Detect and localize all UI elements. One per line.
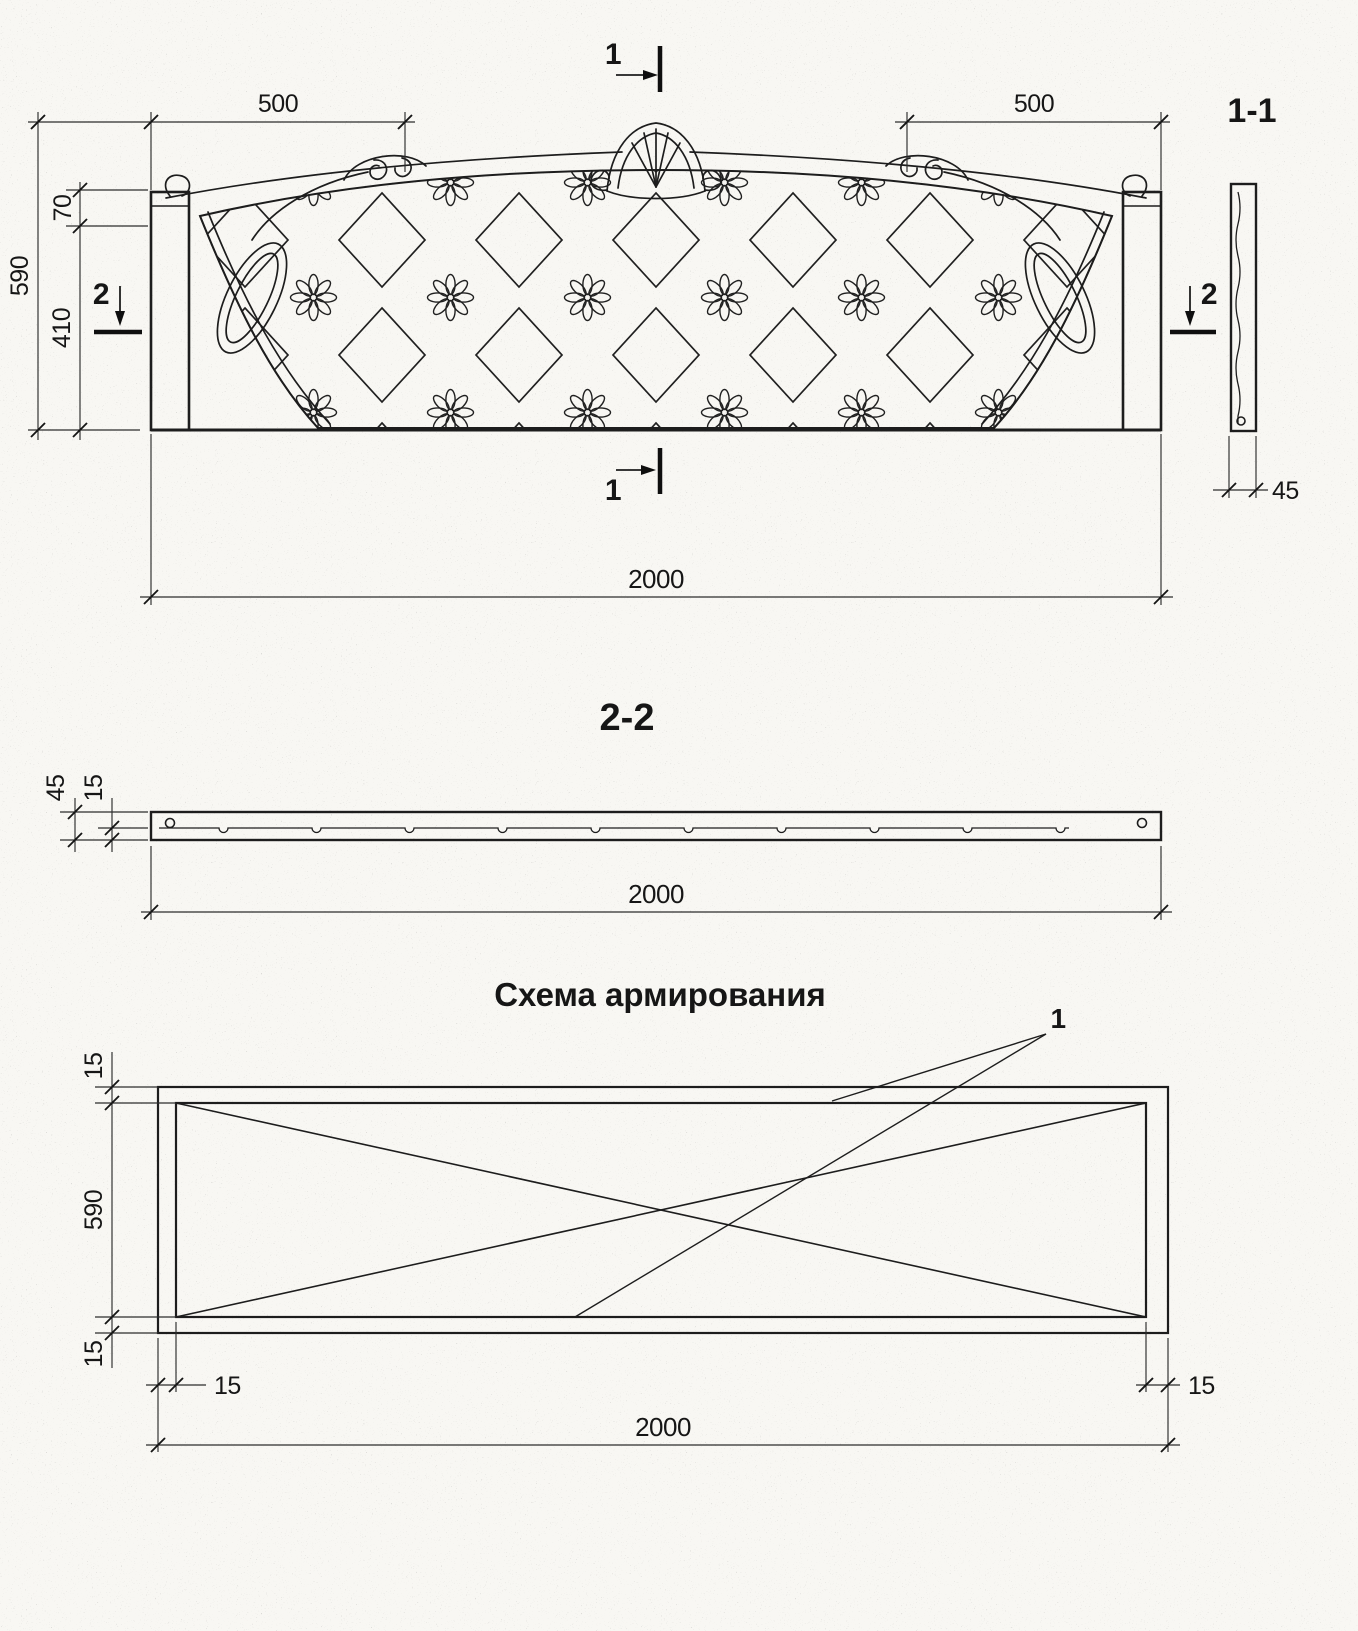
post-right bbox=[1121, 190, 1163, 432]
section-2-2-slab bbox=[149, 810, 1163, 842]
section-1-bottom-label: 1 bbox=[605, 474, 621, 507]
dim-15-bottom-label: 15 bbox=[80, 1341, 108, 1368]
dim-15-left-label: 15 bbox=[214, 1372, 241, 1400]
section-2-2-dimensions: 45 15 2000 bbox=[42, 775, 1172, 920]
section-mark-2-right: 2 bbox=[1170, 278, 1218, 335]
section-mark-2-left: 2 bbox=[93, 278, 142, 335]
callout-1-label: 1 bbox=[1050, 1003, 1065, 1034]
callout-1: 1 bbox=[574, 1003, 1066, 1318]
section-1-1-relief bbox=[1235, 191, 1241, 424]
reinforcement-scheme: Схема армирования 1 15 590 15 bbox=[80, 976, 1215, 1453]
section-mark-1-bottom: 1 bbox=[605, 448, 663, 507]
dim-45-label-22: 45 bbox=[42, 775, 70, 802]
dim-15-top-label: 15 bbox=[80, 1053, 108, 1080]
section-2-2-relief bbox=[159, 827, 1069, 834]
dim-500-left-label: 500 bbox=[258, 90, 298, 118]
dim-500-right-label: 500 bbox=[1014, 90, 1054, 118]
dim-2000-label: 2000 bbox=[628, 564, 684, 594]
section-1-1-dimensions: 45 bbox=[1213, 436, 1299, 505]
section-2-2-view: 2-2 45 15 2000 bbox=[42, 697, 1172, 920]
reinforcement-title: Схема армирования bbox=[494, 976, 826, 1013]
dim-70-label: 70 bbox=[49, 195, 77, 222]
section-2-left-label: 2 bbox=[93, 278, 109, 311]
dim-15-label-22: 15 bbox=[80, 775, 108, 802]
scheme-dimensions: 15 590 15 15 15 2000 bbox=[80, 1052, 1215, 1453]
dim-410-label: 410 bbox=[48, 308, 76, 348]
section-2-2-rebar-right bbox=[1136, 817, 1148, 829]
section-2-2-rebar-left bbox=[164, 817, 176, 829]
dim-45-label: 45 bbox=[1272, 477, 1299, 505]
dim-590-label: 590 bbox=[6, 256, 34, 296]
section-1-1-title: 1-1 bbox=[1227, 92, 1276, 130]
dim-590-scheme-label: 590 bbox=[80, 1190, 108, 1230]
section-2-right-label: 2 bbox=[1201, 278, 1217, 311]
section-1-top-label: 1 bbox=[605, 38, 621, 71]
post-left bbox=[149, 190, 191, 432]
section-1-1-outline bbox=[1229, 182, 1258, 433]
dim-2000-label-22: 2000 bbox=[628, 879, 684, 909]
section-mark-1-top: 1 bbox=[605, 38, 663, 92]
lattice-field bbox=[200, 170, 1112, 428]
section-2-2-title: 2-2 bbox=[600, 697, 655, 739]
elevation-view: 1 1 2 2 bbox=[6, 38, 1218, 605]
section-1-1-view: 1-1 45 bbox=[1213, 92, 1299, 505]
dim-15-right-label: 15 bbox=[1188, 1372, 1215, 1400]
dim-2000-scheme-label: 2000 bbox=[635, 1412, 691, 1442]
